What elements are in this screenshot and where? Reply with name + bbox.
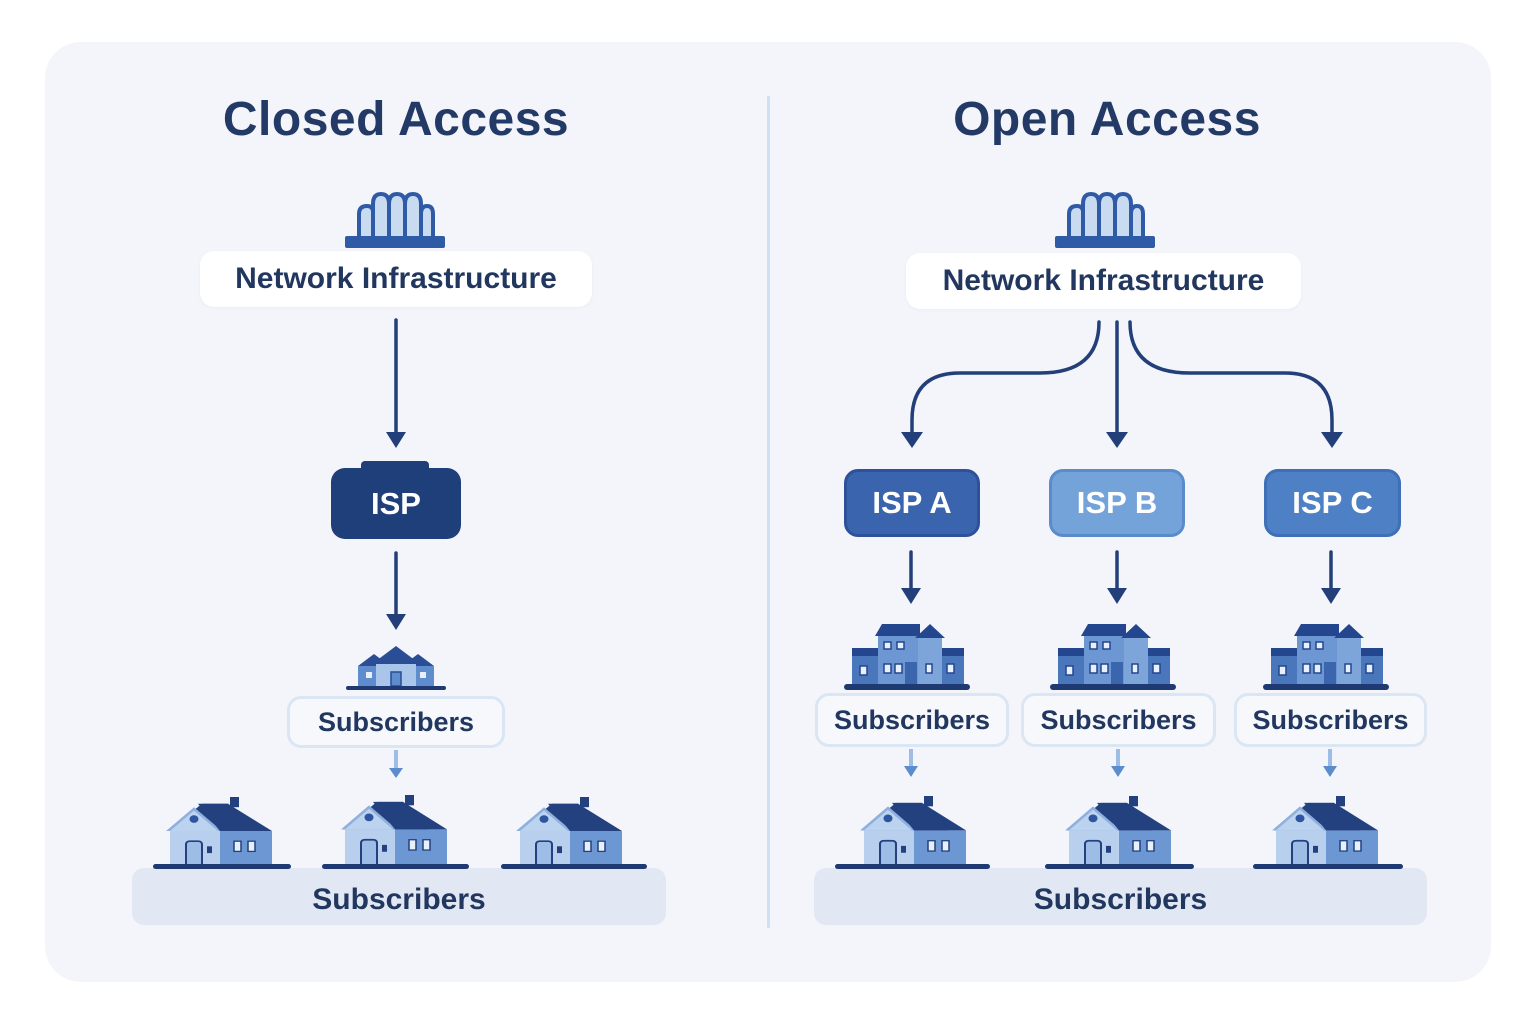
- light-arrowhead: [1111, 766, 1125, 777]
- arrowhead: [386, 432, 406, 448]
- arrowhead: [386, 614, 406, 630]
- open-access-title: Open Access: [953, 93, 1261, 146]
- house-cluster-icon: [346, 646, 446, 690]
- network-infrastructure-icon: [345, 191, 445, 248]
- open-ground-line-2: [1045, 864, 1194, 869]
- light-arrowhead: [904, 766, 918, 777]
- apartment-building-icon: [1050, 624, 1176, 690]
- open-infrastructure-label: Network Infrastructure: [906, 253, 1301, 309]
- isp-a-box: ISP A: [844, 469, 980, 537]
- isp-c-box: ISP C: [1264, 469, 1401, 537]
- closed-access-title: Closed Access: [222, 93, 570, 146]
- open-bottom-subscribers-label: Subscribers: [1033, 882, 1208, 916]
- arrow-infra-to-isp-a: [910, 320, 1101, 436]
- closed-ground-line-1: [153, 864, 291, 869]
- arrowhead: [1107, 588, 1127, 604]
- arrowhead: [1321, 588, 1341, 604]
- isp-b-subscribers-label: Subscribers: [1021, 693, 1216, 747]
- closed-isp-tab: [361, 461, 429, 470]
- arrowhead: [901, 432, 923, 448]
- closed-bottom-subscribers-label: Subscribers: [312, 882, 486, 916]
- isp-c-subscribers-label: Subscribers: [1234, 693, 1427, 747]
- open-ground-line-1: [835, 864, 990, 869]
- closed-infrastructure-label: Network Infrastructure: [200, 251, 592, 307]
- apartment-building-icon: [844, 624, 970, 690]
- arrowhead: [1106, 432, 1128, 448]
- closed-ground-line-2: [322, 864, 469, 869]
- closed-subscribers-group-label: Subscribers: [287, 696, 505, 748]
- light-arrowhead: [1323, 766, 1337, 777]
- apartment-building-icon: [1263, 624, 1389, 690]
- light-arrowhead: [389, 768, 403, 778]
- network-infrastructure-icon: [1055, 191, 1155, 248]
- open-bottom-subscribers-bar: Subscribers: [814, 868, 1427, 925]
- isp-b-box: ISP B: [1049, 469, 1185, 537]
- arrow-infra-to-isp-c: [1128, 320, 1334, 436]
- arrowhead: [901, 588, 921, 604]
- closed-bottom-subscribers-bar: Subscribers: [132, 868, 666, 925]
- panel-divider: [767, 96, 770, 928]
- closed-ground-line-3: [501, 864, 647, 869]
- isp-a-subscribers-label: Subscribers: [815, 693, 1009, 747]
- arrowhead: [1321, 432, 1343, 448]
- open-ground-line-3: [1253, 864, 1403, 869]
- closed-isp-box: ISP: [331, 468, 461, 539]
